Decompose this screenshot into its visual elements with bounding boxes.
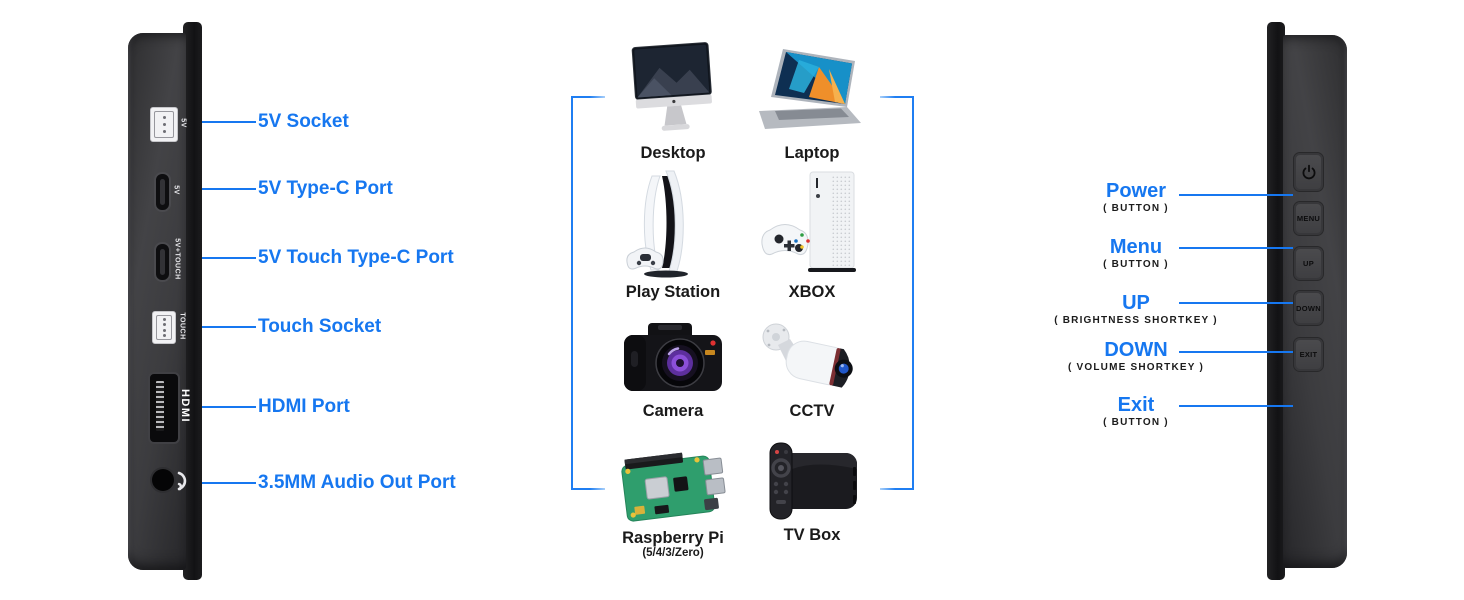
- hdmi-port: [148, 372, 180, 444]
- callout-label-down: DOWN: [1104, 339, 1168, 361]
- cctv-icon: [762, 323, 853, 388]
- device-label: Laptop: [784, 144, 840, 162]
- 5v-socket-marking: 5V: [179, 118, 187, 128]
- 5v-typec-port: [154, 172, 171, 212]
- callout-caption-power: ( BUTTON ): [1103, 203, 1169, 214]
- right-device-bezel: [1267, 22, 1285, 580]
- 5v-typec-marking: 5V: [172, 185, 180, 195]
- callout-label-hdmi: HDMI Port: [258, 396, 350, 417]
- callout-label-menu: Menu: [1109, 236, 1163, 258]
- callout-caption-exit: ( BUTTON ): [1103, 417, 1169, 428]
- callout-caption-up: ( BRIGHTNESS SHORTKEY ): [1054, 315, 1218, 326]
- callout-menu: Menu ( BUTTON ): [1016, 237, 1256, 270]
- up-button: UP: [1293, 246, 1324, 281]
- device-label: CCTV: [789, 402, 835, 420]
- device-label: Play Station: [625, 283, 721, 301]
- right-bracket-top-stub: [880, 96, 914, 98]
- device-label: XBOX: [788, 283, 836, 301]
- callout-line-up: [1179, 302, 1293, 304]
- hdmi-marking: HDMI: [179, 388, 191, 424]
- left-bracket-bottom-stub: [571, 488, 605, 490]
- callout-label-exit: Exit: [1117, 394, 1155, 416]
- laptop-icon: [759, 49, 861, 129]
- callout-down: DOWN ( VOLUME SHORTKEY ): [1016, 340, 1256, 373]
- camera-icon: [624, 323, 722, 391]
- callout-line-audio: [202, 482, 256, 484]
- touch-socket-pins: [156, 315, 172, 340]
- callout-caption-down: ( VOLUME SHORTKEY ): [1068, 362, 1204, 373]
- callout-label-touch-socket: Touch Socket: [258, 316, 382, 337]
- headphone-icon: [177, 471, 187, 491]
- callout-label-5v-socket: 5V Socket: [258, 111, 349, 132]
- callout-label-audio: 3.5MM Audio Out Port: [258, 472, 456, 493]
- power-button: [1293, 152, 1324, 192]
- 5v-touch-typec-marking: 5V+TOUCH: [173, 238, 181, 280]
- audio-jack-port: [152, 469, 174, 491]
- callout-line-power: [1179, 194, 1293, 196]
- touch-socket-port: [152, 311, 176, 344]
- device-label: Desktop: [640, 144, 706, 162]
- menu-button: MENU: [1293, 201, 1324, 236]
- xbox-icon: [761, 171, 856, 272]
- 5v-socket-port: [150, 107, 178, 142]
- callout-line-touch-socket: [202, 326, 256, 328]
- tv-box-icon: [769, 442, 857, 520]
- device-cctv: CCTV: [737, 318, 887, 420]
- device-label: Camera: [642, 402, 704, 420]
- callout-label-up: UP: [1122, 292, 1150, 314]
- callout-line-hdmi: [202, 406, 256, 408]
- device-laptop: Laptop: [737, 32, 887, 162]
- device-label: Raspberry Pi: [622, 529, 724, 547]
- callout-line-5v-socket: [202, 121, 256, 123]
- 5v-touch-typec-port: [154, 242, 171, 282]
- 5v-socket-pins: [154, 111, 174, 138]
- device-variants: (5/4/3/Zero): [642, 547, 704, 559]
- callout-line-down: [1179, 351, 1293, 353]
- device-xbox: XBOX: [737, 168, 887, 301]
- callout-line-5v-typec: [202, 188, 256, 190]
- right-bracket-bottom-stub: [880, 488, 914, 490]
- power-icon: [1302, 164, 1315, 180]
- callout-exit: Exit ( BUTTON ): [1016, 395, 1256, 428]
- playstation-icon: [626, 170, 688, 278]
- device-raspberry-pi: Raspberry Pi (5/4/3/Zero): [598, 442, 748, 560]
- device-tv-box: TV Box: [737, 440, 887, 544]
- exit-button: EXIT: [1293, 337, 1324, 372]
- callout-up: UP ( BRIGHTNESS SHORTKEY ): [1016, 293, 1256, 326]
- left-device-bezel: [183, 22, 202, 580]
- left-bracket-top-stub: [571, 96, 605, 98]
- callout-caption-menu: ( BUTTON ): [1103, 259, 1169, 270]
- device-desktop: Desktop: [598, 32, 748, 162]
- callout-line-menu: [1179, 247, 1293, 249]
- callout-label-5v-typec: 5V Type-C Port: [258, 178, 393, 199]
- down-button: DOWN: [1293, 290, 1324, 326]
- left-bracket: [571, 96, 573, 490]
- callout-line-exit: [1179, 405, 1293, 407]
- raspberry-pi-icon: [621, 452, 726, 522]
- device-camera: Camera: [598, 318, 748, 420]
- touch-socket-marking: TOUCH: [178, 312, 186, 340]
- desktop-icon: [631, 42, 712, 131]
- callout-label-power: Power: [1105, 180, 1167, 202]
- callout-label-5v-touch-typec: 5V Touch Type-C Port: [258, 247, 454, 268]
- device-label: TV Box: [783, 526, 841, 544]
- callout-line-5v-touch-typec: [202, 257, 256, 259]
- callout-power: Power ( BUTTON ): [1016, 181, 1256, 214]
- device-playstation: Play Station: [598, 168, 748, 301]
- right-bracket: [912, 96, 914, 490]
